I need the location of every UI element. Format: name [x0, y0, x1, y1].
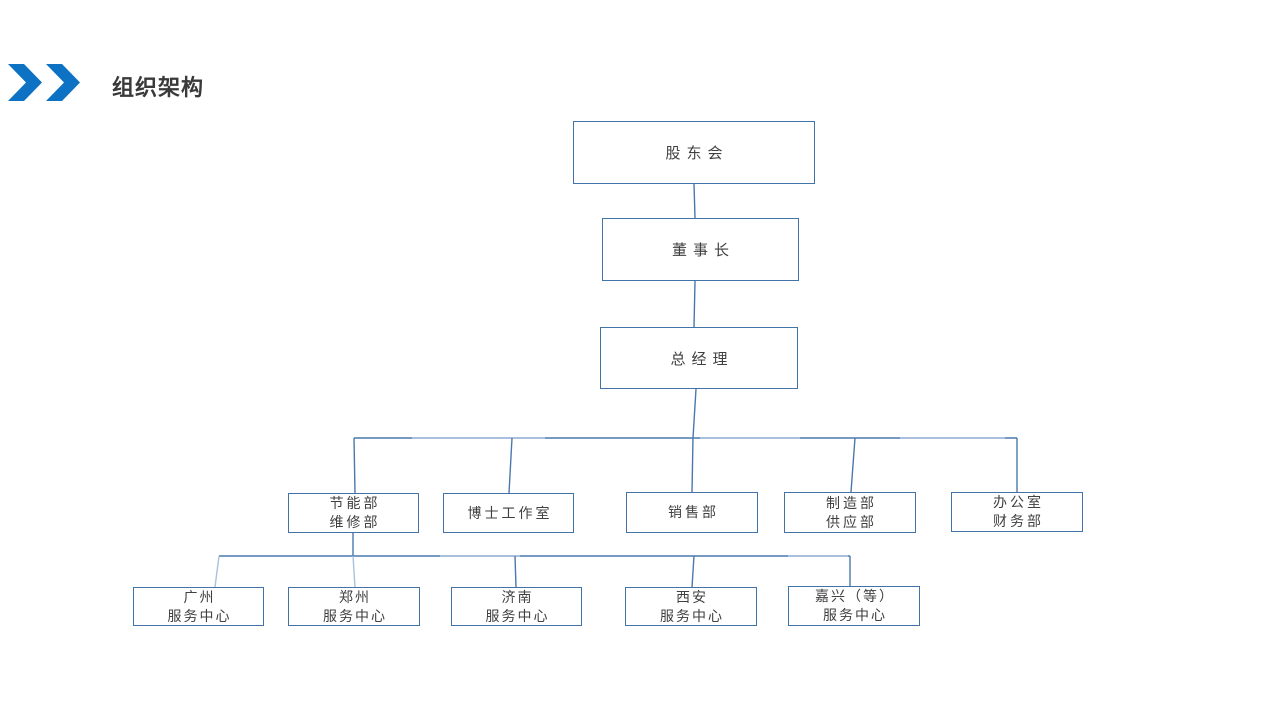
title-chevrons-icon — [8, 64, 80, 101]
org-node-zhengzhou-service-center: 郑州 服务中心 — [288, 587, 420, 626]
org-node-label: 广州 — [183, 588, 216, 605]
org-node-label: 董事长 — [671, 242, 735, 259]
org-node-jinan-service-center: 济南 服务中心 — [451, 587, 582, 626]
org-node-energy-maintenance-dept: 节能部 维修部 — [288, 493, 419, 533]
org-node-jiaxing-service-center: 嘉兴（等） 服务中心 — [788, 586, 920, 626]
org-node-label: 济南 — [501, 588, 534, 605]
org-node-label: 服务中心 — [323, 607, 387, 624]
org-node-doctor-studio: 博士工作室 — [443, 493, 574, 533]
org-node-label: 维修部 — [329, 514, 381, 530]
org-node-label: 服务中心 — [823, 607, 887, 623]
org-node-label: 郑州 — [339, 588, 371, 605]
org-node-label: 制造部 — [826, 494, 877, 511]
org-node-label: 节能部 — [329, 495, 381, 511]
org-node-label: 销售部 — [668, 504, 719, 520]
page-title: 组织架构 — [112, 75, 205, 100]
org-node-label: 办公室 — [993, 494, 1044, 510]
org-node-label: 财务部 — [993, 513, 1044, 529]
chevron-right-icon — [8, 64, 42, 101]
org-node-sales-dept: 销售部 — [626, 492, 758, 533]
org-node-label: 服务中心 — [485, 607, 550, 624]
org-node-label: 供应部 — [826, 513, 877, 530]
org-node-label: 嘉兴（等） — [815, 588, 895, 604]
org-node-label: 总经理 — [670, 350, 734, 368]
org-node-label: 服务中心 — [660, 607, 724, 624]
org-node-label: 西安 — [676, 588, 708, 605]
org-node-manufacturing-supply-dept: 制造部 供应部 — [784, 492, 916, 533]
org-node-label: 股东会 — [665, 145, 729, 162]
org-node-xian-service-center: 西安 服务中心 — [625, 587, 757, 626]
org-node-label: 博士工作室 — [467, 504, 553, 521]
org-node-shareholders: 股东会 — [573, 121, 815, 184]
org-node-guangzhou-service-center: 广州 服务中心 — [133, 587, 264, 626]
org-node-general-manager: 总经理 — [600, 327, 798, 389]
chevron-right-icon — [46, 64, 80, 101]
org-node-chairman: 董事长 — [602, 218, 799, 281]
org-node-office-finance-dept: 办公室 财务部 — [951, 492, 1083, 532]
org-node-label: 服务中心 — [167, 607, 232, 624]
